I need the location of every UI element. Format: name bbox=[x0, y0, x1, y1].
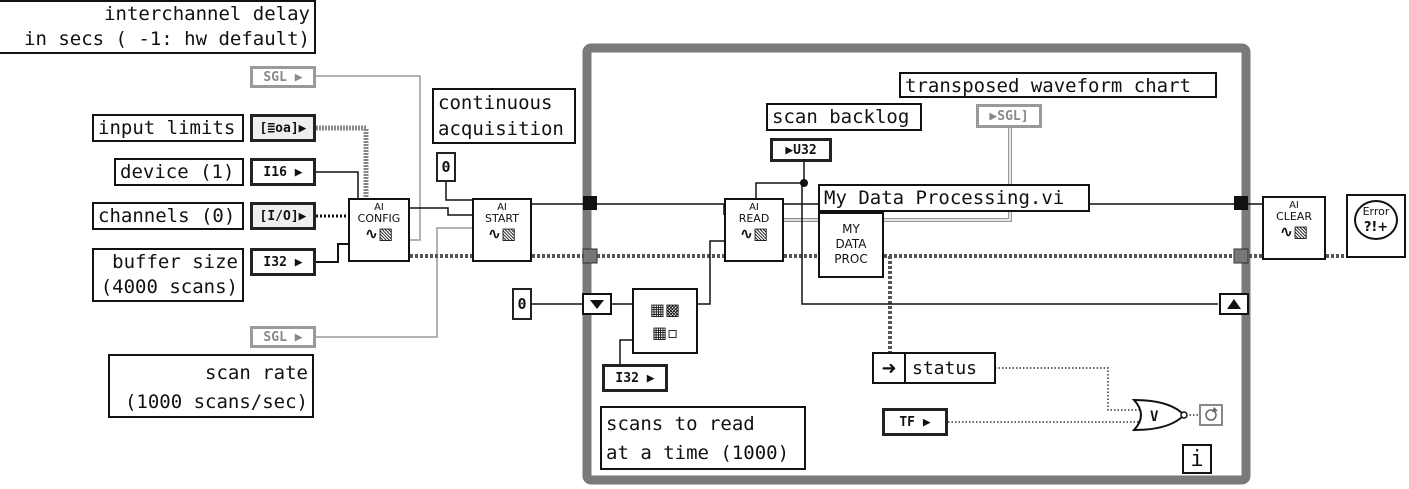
interchannel-delay-label: interchannel delay in secs ( -1: hw defa… bbox=[0, 0, 316, 54]
chart-terminal[interactable]: ▶SGL] bbox=[976, 104, 1042, 128]
device-terminal[interactable]: I16 ▶ bbox=[250, 158, 316, 186]
continuous-constant[interactable]: 0 bbox=[436, 152, 456, 182]
build-array-node[interactable]: ▦▩ ▦▫ bbox=[632, 288, 698, 354]
tunnel-error-in bbox=[582, 248, 598, 264]
channels-label: channels (0) bbox=[92, 202, 244, 230]
input-limits-terminal[interactable]: [≣oa]▶ bbox=[250, 114, 316, 142]
transposed-chart-label: transposed waveform chart bbox=[899, 72, 1217, 98]
channels-terminal[interactable]: [I/O]▶ bbox=[250, 202, 316, 230]
input-limits-label: input limits bbox=[92, 114, 244, 142]
wire-input-limits bbox=[316, 125, 369, 205]
iteration-terminal: i bbox=[1182, 444, 1212, 474]
wire-interchannel bbox=[316, 75, 421, 241]
scans-to-read-terminal[interactable]: I32 ▶ bbox=[602, 364, 668, 392]
scan-backlog-label: scan backlog bbox=[766, 103, 922, 131]
sgl-constant-bottom[interactable]: SGL ▶ bbox=[250, 326, 316, 348]
continuous-acquisition-label: continuous acquisition bbox=[432, 88, 576, 144]
unbundle-status[interactable]: ➜ status bbox=[872, 352, 996, 384]
device-label: device (1) bbox=[114, 158, 244, 186]
daq-wave-icon: ∿▧ bbox=[1279, 222, 1309, 241]
build-array-icon-2: ▦▫ bbox=[652, 323, 678, 342]
buffer-size-label: buffer size (4000 scans) bbox=[92, 248, 244, 302]
or-gate-symbol: V bbox=[1150, 409, 1159, 425]
wire-scan-rate bbox=[316, 227, 472, 338]
daq-wave-icon: ∿▧ bbox=[487, 224, 517, 243]
daq-wave-icon: ∿▧ bbox=[364, 224, 394, 243]
my-data-processing-label: My Data Processing.vi bbox=[818, 184, 1090, 212]
wire-device bbox=[316, 171, 359, 205]
zero-constant[interactable]: 0 bbox=[512, 288, 532, 320]
wire-buffer bbox=[316, 243, 348, 263]
build-array-icon: ▦▩ bbox=[649, 300, 681, 319]
tf-control[interactable]: TF ▶ bbox=[882, 408, 948, 436]
wire-status-bool bbox=[995, 367, 1140, 411]
error-handler-vi[interactable]: Error?!+ bbox=[1346, 194, 1406, 258]
scan-rate-label: scan rate (1000 scans/sec) bbox=[108, 354, 314, 418]
buffer-size-terminal[interactable]: I32 ▶ bbox=[250, 248, 316, 276]
wire-taskid-b bbox=[532, 203, 725, 215]
sgl-constant-top[interactable]: SGL ▶ bbox=[250, 66, 316, 88]
tunnel-taskid-out bbox=[1234, 196, 1248, 210]
wire-junction bbox=[800, 179, 808, 187]
daq-wave-icon: ∿▧ bbox=[739, 224, 769, 243]
or-gate bbox=[1131, 398, 1186, 432]
wire-bundle-to-read bbox=[697, 240, 724, 305]
while-loop-frame bbox=[582, 43, 1251, 485]
tunnel-taskid-in bbox=[583, 196, 597, 210]
arrow-right-icon: ➜ bbox=[874, 354, 906, 382]
status-label: status bbox=[912, 357, 978, 379]
wire-continuous bbox=[445, 181, 472, 201]
scans-to-read-label: scans to read at a time (1000) bbox=[600, 406, 806, 470]
backlog-indicator[interactable]: ▶U32 bbox=[770, 138, 832, 162]
stop-terminal bbox=[1199, 404, 1223, 426]
tunnel-error-out bbox=[1233, 248, 1249, 264]
wire-taskid-a bbox=[410, 207, 472, 216]
wire-backlog bbox=[755, 160, 805, 204]
wire-shift-return bbox=[801, 183, 1218, 305]
